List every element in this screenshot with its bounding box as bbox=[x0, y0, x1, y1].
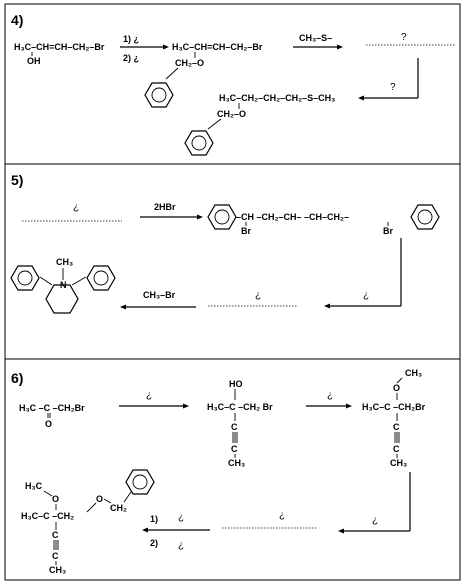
methoxy-methyl-6: CH₃ bbox=[405, 368, 422, 378]
step-2-6: 2) bbox=[150, 538, 158, 548]
benzyl-ether-4: CH₂–O bbox=[175, 58, 204, 68]
final-oxygen-6: O bbox=[52, 494, 59, 504]
benzyl-oxygen-6: O bbox=[96, 494, 103, 504]
problem-number-4: 4) bbox=[11, 12, 23, 28]
unknown-6a: ¿ bbox=[146, 390, 152, 401]
final-product-6: H₃C–C –CH₂ bbox=[21, 511, 74, 521]
reagent-5: 2HBr bbox=[154, 202, 176, 212]
problem-number-5: 5) bbox=[11, 172, 23, 188]
methyl-ether-6: H₃C–C –CH₂Br bbox=[362, 402, 426, 412]
benzene-ring-5c bbox=[10, 265, 40, 291]
unknown-5c: ¿ bbox=[363, 290, 369, 301]
reagent-4: CH₃–S– bbox=[299, 33, 332, 43]
unknown-4a: ? bbox=[401, 32, 407, 43]
unknown-6f: ¿ bbox=[178, 512, 184, 523]
nitrogen-label-5: N bbox=[60, 280, 67, 290]
bromine-label-5b: Br bbox=[383, 226, 393, 236]
starting-ketone-6: H₃C –C –CH₂Br bbox=[19, 403, 85, 413]
problem-number-6: 6) bbox=[11, 370, 23, 386]
benzyl-ether-4b: CH₂–O bbox=[217, 109, 246, 119]
reagent-5b: CH₃–Br bbox=[143, 290, 176, 300]
final-methyl-6: H₃C bbox=[25, 481, 43, 491]
final-alkyne-c1: C bbox=[52, 530, 59, 540]
unknown-6g: ¿ bbox=[178, 540, 184, 551]
step-1-6: 1) bbox=[150, 514, 158, 524]
final-product-4: H₃C–CH₂–CH₂–CH₂–S–CH₃ bbox=[219, 93, 335, 103]
carbonyl-oxygen-6: O bbox=[45, 419, 52, 429]
benzene-ring-5b bbox=[410, 204, 440, 230]
hydroxyl-label-4: OH bbox=[27, 56, 41, 66]
panel-5 bbox=[4, 163, 461, 360]
methyl-label-5: CH₃ bbox=[56, 257, 73, 267]
step-2-4: 2) ¿ bbox=[123, 53, 140, 63]
piperidine-ring bbox=[45, 284, 79, 314]
final-alkyne-c2: C bbox=[52, 551, 59, 561]
terminal-methyl-6b: CH₃ bbox=[390, 458, 407, 468]
unknown-6d: ¿ bbox=[279, 510, 285, 521]
hydroxyl-label-6: HO bbox=[229, 379, 243, 389]
product-4: H₃C–CH=CH–CH₂–Br bbox=[172, 42, 263, 52]
alkyne-carbon-6d: C bbox=[393, 444, 400, 454]
benzene-ring-5a bbox=[207, 204, 237, 230]
benzene-ring-6 bbox=[125, 469, 155, 495]
benzene-ring-4b bbox=[184, 130, 214, 156]
benzene-ring-4a bbox=[144, 82, 174, 108]
unknown-5a: ¿ bbox=[73, 202, 79, 213]
dibromide-5: –CH –CH₂–CH– –CH–CH₂– bbox=[236, 212, 349, 222]
benzene-ring-5d bbox=[86, 265, 116, 291]
panel-6 bbox=[4, 358, 461, 581]
final-terminal-methyl: CH₃ bbox=[49, 565, 66, 575]
alkyne-carbon-6b: C bbox=[231, 444, 238, 454]
benzyl-ch2-6: CH₂ bbox=[110, 503, 127, 513]
alcohol-6: H₃C–C –CH₂ Br bbox=[207, 402, 273, 412]
unknown-6e: ¿ bbox=[372, 515, 378, 526]
unknown-4b: ? bbox=[390, 82, 396, 93]
step-1-4: 1) ¿ bbox=[123, 34, 140, 44]
bromine-label-5a: Br bbox=[241, 226, 251, 236]
alkyne-carbon-6c: C bbox=[393, 422, 400, 432]
unknown-6b: ¿ bbox=[327, 390, 333, 401]
alkyne-carbon-6a: C bbox=[231, 422, 238, 432]
starting-material-4: H₃C–CH=CH–CH₂–Br bbox=[14, 42, 105, 52]
unknown-5b: ¿ bbox=[255, 290, 261, 301]
terminal-methyl-6: CH₃ bbox=[228, 458, 245, 468]
ether-oxygen-6: O bbox=[393, 383, 400, 393]
